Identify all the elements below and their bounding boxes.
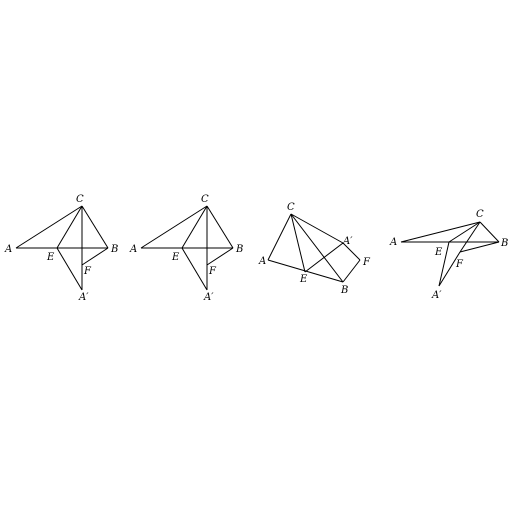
segment-e-ap — [56, 247, 83, 291]
point-label-f: F — [362, 257, 371, 268]
segment-c-b — [206, 205, 234, 249]
segment-a-c — [15, 205, 83, 249]
segment-a-c — [140, 205, 208, 249]
segment-c-e — [448, 221, 481, 243]
segment-f-b — [206, 247, 234, 266]
point-label-a: A — [389, 237, 397, 248]
segment-f-b — [342, 259, 361, 283]
point-label-c: C — [76, 194, 84, 205]
point-label-f: F — [208, 266, 217, 277]
point-label-c: C — [201, 194, 209, 205]
segment-e-ap — [304, 242, 344, 273]
segment-c-b — [290, 213, 344, 283]
segment-f-ap — [438, 251, 461, 287]
figure-3: C A B E F A′ — [258, 202, 371, 296]
point-label-c: C — [287, 202, 295, 213]
figure-2: C A B E F A′ — [129, 194, 243, 303]
segment-c-e — [290, 213, 306, 273]
segment-ap-f — [342, 242, 361, 261]
segment-a-c — [400, 221, 481, 243]
segment-e-c — [56, 205, 83, 249]
point-label-c: C — [476, 209, 484, 220]
segment-c-b — [479, 221, 500, 243]
point-label-e: E — [434, 247, 443, 258]
point-label-e: E — [299, 274, 308, 285]
segment-c-ap — [290, 213, 344, 244]
segment-e-c — [181, 205, 208, 249]
segment-c-b — [81, 205, 109, 249]
point-label-a: A — [4, 244, 12, 255]
segment-f-b — [81, 247, 109, 266]
point-label-ap: A′ — [431, 290, 442, 301]
point-label-b: B — [110, 244, 118, 255]
point-label-e: E — [171, 252, 180, 263]
figure-1: C A B E F A′ — [4, 194, 118, 303]
point-label-f: F — [455, 259, 464, 270]
point-label-b: B — [235, 244, 243, 255]
segment-a-c — [267, 213, 292, 261]
point-label-f: F — [83, 266, 92, 277]
point-label-b: B — [340, 285, 348, 296]
segment-f-b — [459, 241, 500, 253]
segment-c-f — [459, 221, 481, 253]
point-label-e: E — [46, 252, 55, 263]
figure-4: C A B E F A′ — [389, 209, 508, 301]
segment-e-ap — [181, 247, 208, 291]
segment-e-ap — [438, 241, 450, 287]
point-label-ap: A′ — [78, 292, 89, 303]
point-label-ap: A′ — [203, 292, 214, 303]
point-label-ap: A′ — [342, 236, 353, 247]
point-label-a: A — [129, 244, 137, 255]
point-label-b: B — [500, 238, 508, 249]
point-label-a: A — [258, 256, 266, 267]
